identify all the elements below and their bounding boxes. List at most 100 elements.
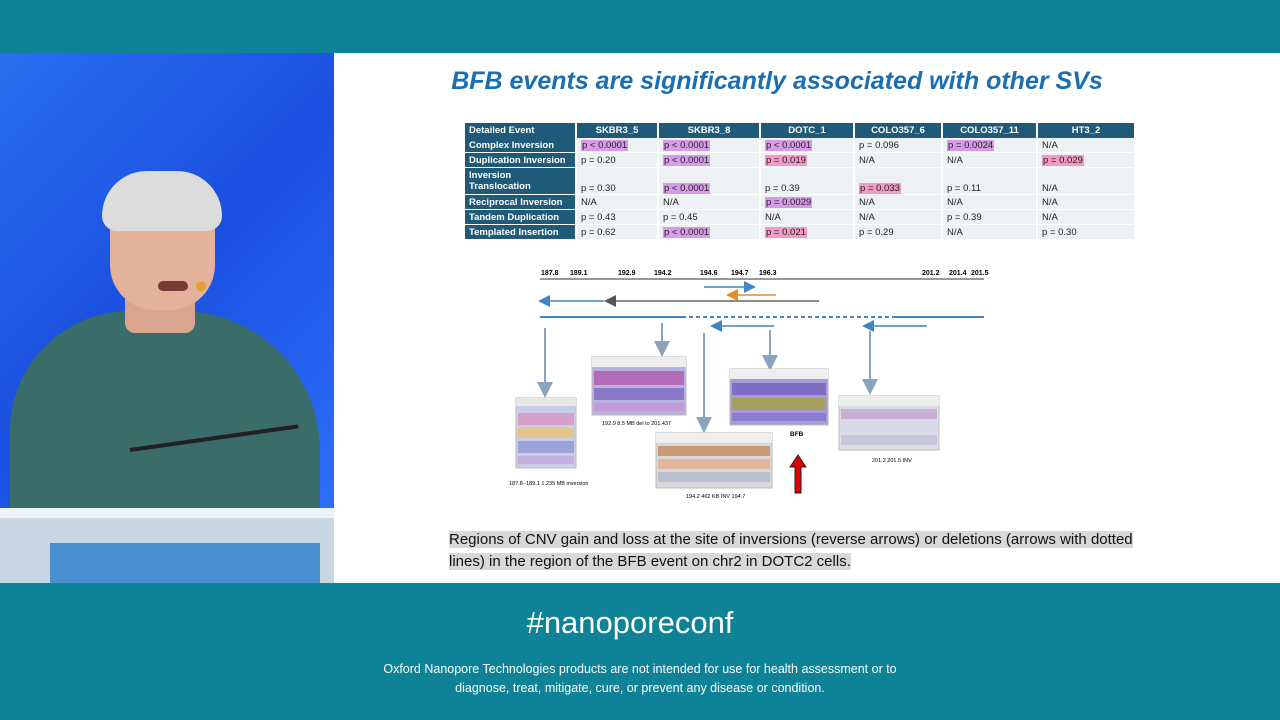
table-cell: p = 0.096 [854,138,943,153]
disclaimer-line: diagnose, treat, mitigate, cure, or prev… [455,681,825,695]
disclaimer: Oxford Nanopore Technologies products ar… [340,660,940,698]
slide-caption: Regions of CNV gain and loss at the site… [449,529,1139,573]
table-cell: N/A [1037,167,1136,195]
table-cell: N/A [760,209,855,225]
panel-label: 194.2 462 KB INV 194.7 [686,494,745,500]
scale-label: 196.3 [759,270,777,277]
cell-value: p = 0.0024 [947,139,995,151]
table-cell: N/A [854,209,943,225]
table-cell: N/A [658,194,761,210]
sv-association-table: Detailed Event SKBR3_5 SKBR3_8 DOTC_1 CO… [465,123,1136,240]
table-cell: N/A [942,194,1038,210]
table-row: Inversion Translocation p = 0.30 p < 0.0… [465,167,1136,195]
disclaimer-line: Oxford Nanopore Technologies products ar… [383,662,897,676]
speaker-video [0,53,334,583]
speaker-mouth [158,281,188,291]
table-cell: p = 0.45 [658,209,761,225]
table-header: HT3_2 [1037,123,1136,138]
cell-value: p < 0.0001 [765,139,813,151]
table-cell: p = 0.033 [854,167,943,195]
table-cell: p = 0.62 [576,224,659,240]
cell-value: p < 0.0001 [663,183,711,194]
cell-value: p = 0.029 [1042,154,1084,166]
cell-value: N/A [581,196,597,208]
cell-value: N/A [859,211,875,223]
igv-panel-5 [838,395,940,451]
table-cell: p = 0.029 [1037,152,1136,168]
scale-label: 189.1 [570,270,588,277]
table-row: Duplication Inversion p = 0.20 p < 0.000… [465,152,1136,168]
table-cell: p < 0.0001 [658,152,761,168]
scale-label: 201.4 [949,270,967,277]
bfb-red-arrow [789,454,807,494]
table-cell: p = 0.39 [942,209,1038,225]
cell-value: p = 0.096 [859,139,899,151]
cell-value: N/A [947,196,963,208]
table-cell: p = 0.30 [576,167,659,195]
scale-label: 194.6 [700,270,718,277]
table-row: Tandem Duplication p = 0.43 p = 0.45 N/A… [465,209,1136,225]
table-cell: N/A [854,152,943,168]
caption-text: Regions of CNV gain and loss at the site… [449,531,1133,570]
table-cell: p < 0.0001 [658,167,761,195]
cell-value: N/A [1042,183,1058,194]
cell-value: p = 0.20 [581,154,616,166]
row-label: Complex Inversion [465,138,577,153]
cell-value: N/A [947,154,963,166]
presentation-slide: BFB events are significantly associated … [334,53,1280,583]
hashtag-text: #nanoporeconf [526,605,734,640]
cell-value: N/A [1042,196,1058,208]
cell-value: p = 0.0029 [765,196,813,208]
table-cell: N/A [1037,194,1136,210]
table-header: Detailed Event [465,123,577,138]
row-label: Duplication Inversion [465,152,577,168]
table-cell: N/A [576,194,659,210]
cell-value: N/A [859,154,875,166]
table-cell: p = 0.021 [760,224,855,240]
cell-value: p = 0.033 [859,183,901,194]
cell-value: N/A [947,226,963,238]
row-label: Tandem Duplication [465,209,577,225]
table-cell: p < 0.0001 [576,138,659,153]
cell-value: N/A [765,211,781,223]
table-cell: p = 0.11 [942,167,1038,195]
cell-value: p < 0.0001 [663,139,711,151]
slide-title: BFB events are significantly associated … [451,67,1103,95]
table-cell: N/A [942,152,1038,168]
row-label: Reciprocal Inversion [465,194,577,210]
cell-value: p = 0.62 [581,226,616,238]
top-banner [0,0,1280,53]
cell-value: p < 0.0001 [663,154,711,166]
igv-panel-1 [515,397,577,469]
table-row: Complex Inversion p < 0.0001 p < 0.0001 … [465,138,1136,153]
table-cell: N/A [1037,209,1136,225]
table-cell: p < 0.0001 [760,138,855,153]
cell-value: p = 0.39 [947,211,982,223]
cell-value: N/A [1042,139,1058,151]
table-cell: N/A [1037,138,1136,153]
table-cell: p = 0.20 [576,152,659,168]
table-header: SKBR3_5 [576,123,659,138]
scale-label: 192.9 [618,270,636,277]
table-cell: p < 0.0001 [658,138,761,153]
cell-value: N/A [663,196,679,208]
scale-label: 194.2 [654,270,672,277]
table-cell: p = 0.29 [854,224,943,240]
igv-panel-4 [729,368,829,426]
cell-value: N/A [859,196,875,208]
igv-panel-3 [655,432,773,489]
cell-value: p = 0.021 [765,226,807,238]
bottom-banner [0,583,1280,720]
table-cell: p = 0.019 [760,152,855,168]
igv-panel-2 [591,356,687,416]
cell-value: p < 0.0001 [581,139,629,151]
headset-mic-icon [196,281,206,291]
table-header-row: Detailed Event SKBR3_5 SKBR3_8 DOTC_1 CO… [465,123,1136,138]
table-cell: p = 0.43 [576,209,659,225]
table-cell: p = 0.0029 [760,194,855,210]
bfb-region-diagram: 187.8 189.1 192.9 194.2 194.6 194.7 196.… [509,270,989,500]
row-label: Templated Insertion [465,224,577,240]
panel-label: 201.2 201.5 INV [872,458,912,464]
cell-value: p = 0.29 [859,226,894,238]
table-cell: p = 0.39 [760,167,855,195]
